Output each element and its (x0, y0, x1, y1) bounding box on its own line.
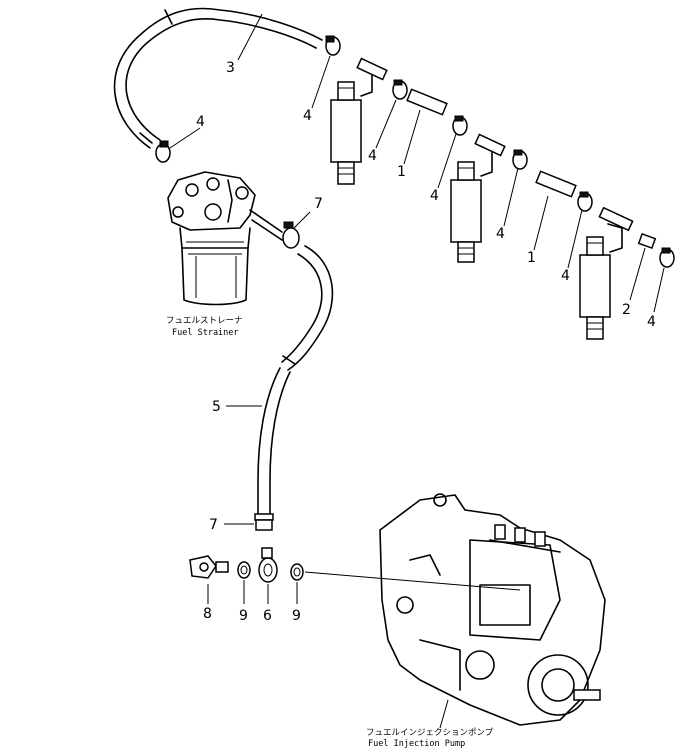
hose-clamp-inj1 (392, 79, 408, 100)
hose-clamp-end (659, 247, 675, 268)
fuel-strainer-caption-en: Fuel Strainer (172, 328, 239, 338)
hose-clamp-upper-left (155, 140, 171, 163)
fuel-strainer (167, 171, 283, 306)
hose-clamp-inj2 (512, 149, 528, 170)
fuel-strainer-caption-jp: フュエルストレーナ (166, 316, 243, 326)
callout-4-clamp-upper-left: 4 (196, 114, 205, 130)
return-pipe-1-lower (535, 170, 577, 198)
callout-4-clamp-upper-right: 4 (303, 108, 312, 124)
callout-7-strainer: 7 (314, 196, 323, 212)
hose-clamp-strainer-outlet (282, 221, 300, 249)
fuel-injection-pump-caption-en: Fuel Injection Pump (368, 739, 465, 749)
hose-clamp-pipe1 (452, 115, 468, 136)
callout-4-clamp-pipe1: 4 (430, 188, 439, 204)
fuel-injection-pump-caption-jp: フュエルインジェクションポンプ (366, 728, 494, 738)
cap-2 (637, 232, 657, 250)
callout-9-right: 9 (292, 608, 301, 624)
pump-inlet-leader (304, 571, 521, 591)
callout-4-clamp-end: 4 (647, 314, 656, 330)
callout-4-clamp-inj2: 4 (496, 226, 505, 242)
banjo-6 (258, 547, 278, 583)
injector-1 (330, 57, 388, 185)
callout-7-pump: 7 (209, 517, 218, 533)
callout-4-clamp-pipe2: 4 (561, 268, 570, 284)
callout-9-left: 9 (239, 608, 248, 624)
callout-leaders (169, 13, 665, 604)
callout-1-lower: 1 (527, 250, 536, 266)
return-pipe-1-upper (406, 88, 448, 116)
callout-1-upper: 1 (397, 164, 406, 180)
washer-9-right (290, 563, 304, 581)
callout-6: 6 (263, 608, 272, 624)
callout-5: 5 (212, 399, 221, 415)
fuel-injection-pump (379, 493, 606, 726)
pump-caption-leader (439, 699, 449, 729)
washer-9-left (237, 561, 251, 579)
callout-2: 2 (622, 302, 631, 318)
injector-2 (450, 133, 506, 263)
injector-3 (579, 206, 634, 340)
hose-clamp-pipe2 (577, 191, 593, 212)
callout-3: 3 (226, 60, 235, 76)
callout-4-clamp-inj1: 4 (368, 148, 377, 164)
fitting-8 (189, 555, 229, 579)
hose-clamp-upper-right (325, 35, 341, 56)
hose-5 (254, 245, 334, 531)
hose-3 (113, 7, 323, 149)
callout-8: 8 (203, 606, 212, 622)
